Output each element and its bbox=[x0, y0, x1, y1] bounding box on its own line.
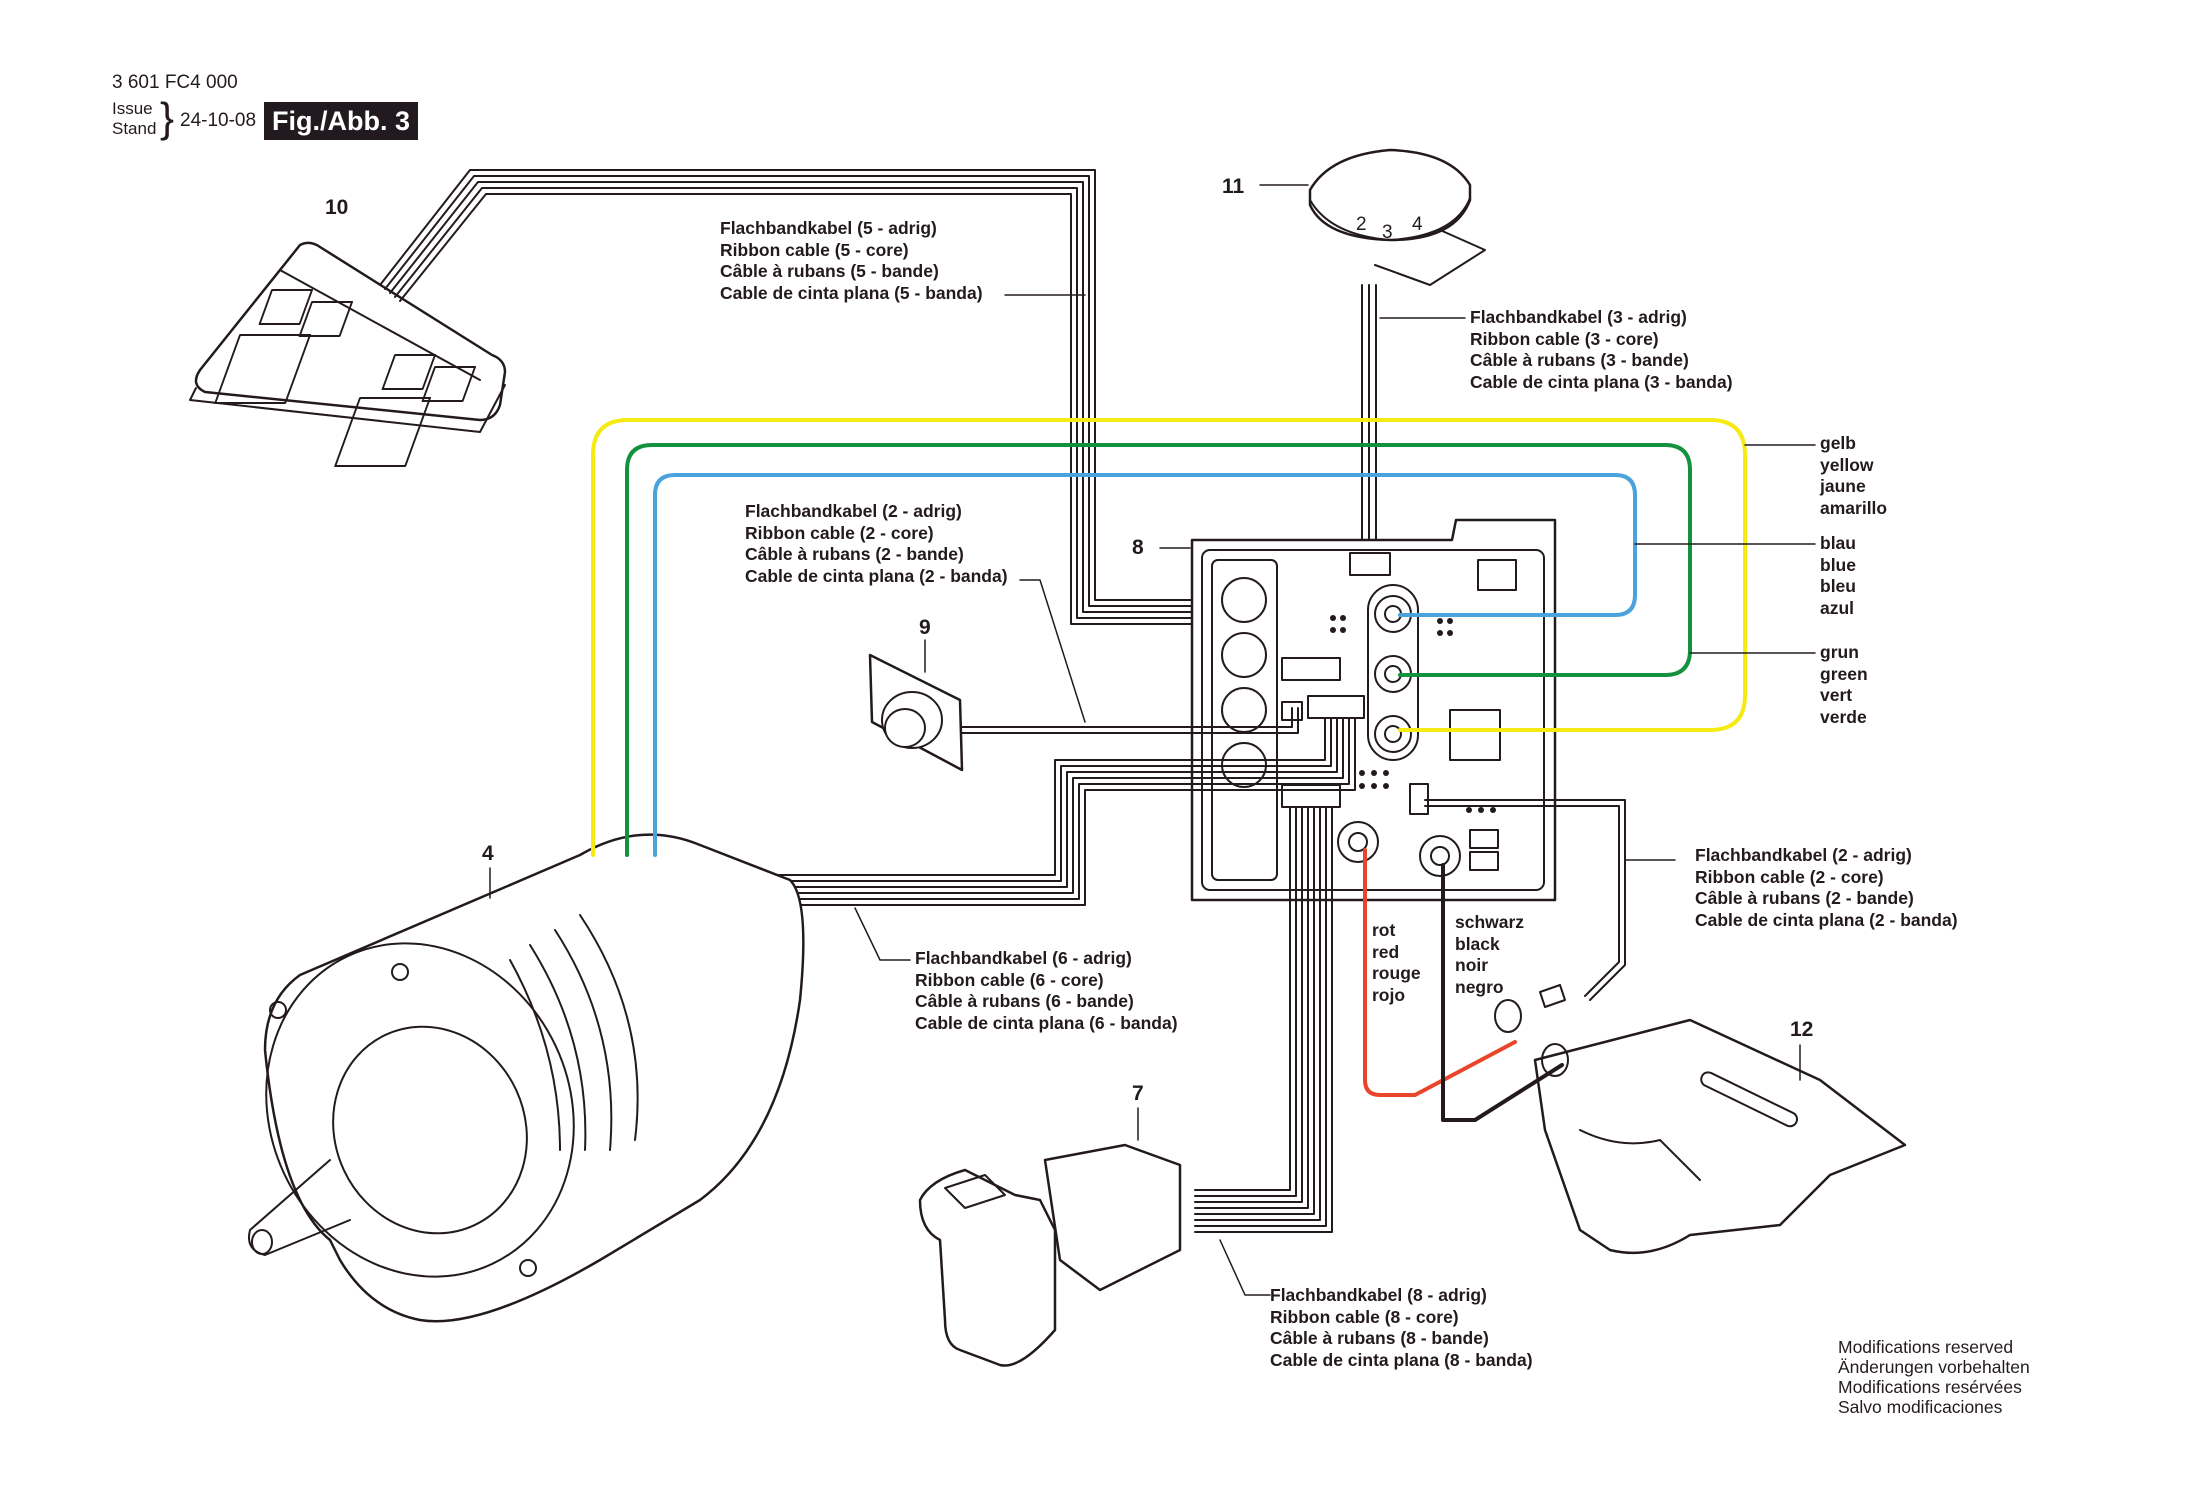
label-line: Câble à rubans (5 - bande) bbox=[720, 261, 939, 281]
part-number-11: 11 bbox=[1222, 175, 1245, 198]
label-line: Cable de cinta plana (8 - banda) bbox=[1270, 1349, 1533, 1370]
label-wire-blue: blau blue bleu azul bbox=[1820, 533, 1856, 619]
label-line: Cable de cinta plana (3 - banda) bbox=[1470, 371, 1733, 392]
board-contact-dots bbox=[1330, 615, 1496, 813]
label-line: Flachbandkabel (6 - adrig) bbox=[915, 948, 1132, 968]
label-wire-red: rot red rouge rojo bbox=[1372, 920, 1421, 1006]
part-number-4: 4 bbox=[482, 842, 494, 865]
label-line: Flachbandkabel (3 - adrig) bbox=[1470, 307, 1687, 327]
label-ribbon-cable-5: Flachbandkabel (5 - adrig) Ribbon cable … bbox=[720, 218, 983, 304]
label-line: Câble à rubans (2 - bande) bbox=[745, 544, 964, 564]
label-line: red bbox=[1372, 941, 1400, 962]
issue-label-de: Stand bbox=[112, 119, 157, 138]
knob-digit-4: 4 bbox=[1412, 214, 1423, 235]
label-line: Ribbon cable (6 - core) bbox=[915, 969, 1104, 990]
label-line: yellow bbox=[1820, 454, 1874, 475]
push-button-board-part[interactable] bbox=[868, 653, 964, 772]
label-line: azul bbox=[1820, 597, 1855, 618]
note-line: Modifications reserved bbox=[1838, 1337, 2014, 1357]
base-plate-part[interactable] bbox=[1494, 984, 1907, 1255]
brace-icon: } bbox=[160, 94, 175, 141]
label-wire-yellow: gelb yellow jaune amarillo bbox=[1820, 433, 1887, 519]
label-line: blue bbox=[1820, 554, 1856, 575]
label-line: vert bbox=[1820, 685, 1853, 705]
label-line: Ribbon cable (3 - core) bbox=[1470, 328, 1659, 349]
document-number: 3 601 FC4 000 bbox=[112, 72, 238, 93]
label-line: negro bbox=[1455, 976, 1504, 997]
part-number-10: 10 bbox=[325, 196, 349, 219]
label-line: rojo bbox=[1372, 984, 1406, 1005]
label-line: noir bbox=[1455, 955, 1489, 975]
label-wire-green: grun green vert verde bbox=[1820, 642, 1868, 728]
selector-knob-part[interactable]: 2 3 4 bbox=[1308, 148, 1486, 286]
label-line: Câble à rubans (2 - bande) bbox=[1695, 888, 1914, 908]
wire-red bbox=[1363, 848, 1517, 1097]
label-line: Câble à rubans (3 - bande) bbox=[1470, 350, 1689, 370]
knob-digit-3: 3 bbox=[1382, 222, 1393, 243]
label-line: schwarz bbox=[1455, 912, 1525, 932]
label-line: Ribbon cable (8 - core) bbox=[1270, 1306, 1459, 1327]
label-line: jaune bbox=[1820, 476, 1866, 496]
part-number-8: 8 bbox=[1132, 536, 1144, 559]
note-line: Salvo modificaciones bbox=[1838, 1397, 2003, 1417]
part-number-9: 9 bbox=[919, 616, 931, 639]
leader-ribbon6 bbox=[854, 907, 911, 961]
switch-part[interactable] bbox=[918, 1143, 1182, 1367]
label-line: bleu bbox=[1820, 576, 1856, 596]
label-line: rouge bbox=[1372, 963, 1421, 983]
part-number-12: 12 bbox=[1790, 1018, 1814, 1041]
motor-part[interactable] bbox=[212, 833, 805, 1328]
issue-label-en: Issue bbox=[112, 99, 153, 118]
label-line: Ribbon cable (5 - core) bbox=[720, 239, 909, 260]
label-line: amarillo bbox=[1820, 497, 1888, 518]
label-line: Flachbandkabel (8 - adrig) bbox=[1270, 1285, 1487, 1305]
part-number-7: 7 bbox=[1132, 1082, 1144, 1105]
label-line: Cable de cinta plana (2 - banda) bbox=[745, 565, 1008, 586]
leader-ribbon8 bbox=[1219, 1239, 1271, 1296]
modifications-note: Modifications reserved Änderungen vorbeh… bbox=[1838, 1337, 2030, 1417]
control-board-part[interactable] bbox=[1190, 518, 1557, 902]
note-line: Modifications resérvées bbox=[1838, 1377, 2022, 1397]
wire-black bbox=[1441, 863, 1564, 1122]
label-line: green bbox=[1820, 663, 1868, 684]
label-line: Flachbandkabel (2 - adrig) bbox=[1695, 845, 1912, 865]
figure-title: Fig./Abb. 3 bbox=[264, 102, 418, 140]
label-ribbon-cable-2-left: Flachbandkabel (2 - adrig) Ribbon cable … bbox=[745, 501, 1008, 587]
label-line: Flachbandkabel (2 - adrig) bbox=[745, 501, 962, 521]
label-line: grun bbox=[1820, 642, 1859, 662]
label-wire-black: schwarz black noir negro bbox=[1455, 912, 1524, 998]
note-line: Änderungen vorbehalten bbox=[1838, 1357, 2030, 1377]
ribbon-cable-2-right bbox=[1424, 799, 1626, 1001]
label-line: blau bbox=[1820, 533, 1856, 553]
label-line: black bbox=[1455, 933, 1500, 954]
keypad-part[interactable] bbox=[189, 241, 507, 467]
issue-date: 24-10-08 bbox=[180, 110, 257, 131]
label-line: verde bbox=[1820, 706, 1867, 727]
label-line: Flachbandkabel (5 - adrig) bbox=[720, 218, 937, 238]
label-line: Ribbon cable (2 - core) bbox=[1695, 866, 1884, 887]
ribbon-cable-8 bbox=[1194, 807, 1333, 1233]
label-line: Câble à rubans (8 - bande) bbox=[1270, 1328, 1489, 1348]
label-line: Cable de cinta plana (6 - banda) bbox=[915, 1012, 1178, 1033]
label-line: Cable de cinta plana (2 - banda) bbox=[1695, 909, 1958, 930]
wire-green bbox=[625, 443, 1692, 857]
leader-ribbon2-left bbox=[1019, 579, 1086, 723]
label-line: Ribbon cable (2 - core) bbox=[745, 522, 934, 543]
label-line: rot bbox=[1372, 920, 1396, 940]
wire-blue bbox=[653, 473, 1637, 857]
label-line: gelb bbox=[1820, 433, 1856, 453]
ribbon-cable-2-left bbox=[961, 707, 1299, 734]
label-ribbon-cable-6: Flachbandkabel (6 - adrig) Ribbon cable … bbox=[915, 948, 1178, 1034]
label-line: Cable de cinta plana (5 - banda) bbox=[720, 282, 983, 303]
label-ribbon-cable-2-right: Flachbandkabel (2 - adrig) Ribbon cable … bbox=[1695, 845, 1958, 931]
label-ribbon-cable-3: Flachbandkabel (3 - adrig) Ribbon cable … bbox=[1470, 307, 1733, 393]
issue-label: Issue Stand bbox=[112, 99, 156, 139]
knob-digit-2: 2 bbox=[1356, 214, 1367, 235]
label-ribbon-cable-8: Flachbandkabel (8 - adrig) Ribbon cable … bbox=[1270, 1285, 1533, 1371]
wire-yellow bbox=[591, 418, 1747, 857]
label-line: Câble à rubans (6 - bande) bbox=[915, 991, 1134, 1011]
